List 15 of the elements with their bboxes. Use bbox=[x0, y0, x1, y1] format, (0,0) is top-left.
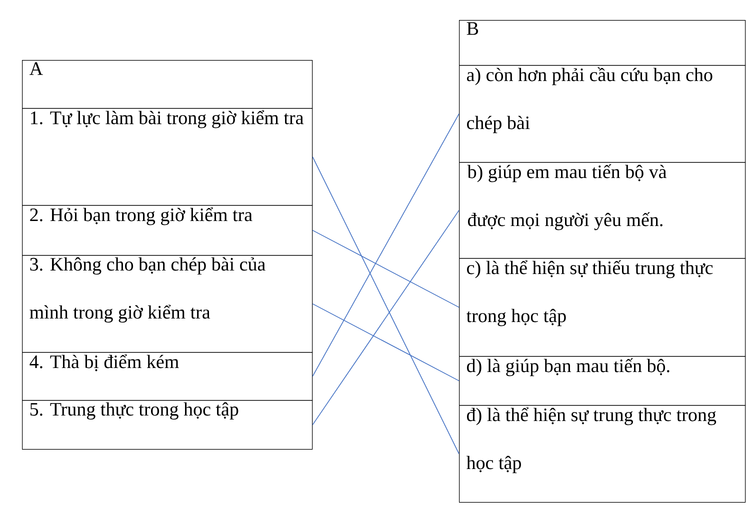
table-cell: đ) là thể hiện sự trung thực trong học tập bbox=[459, 405, 746, 503]
connector-line bbox=[312, 210, 460, 426]
table-cell: d) là giúp bạn mau tiến bộ. bbox=[459, 356, 746, 406]
table-cell: b) giúp em mau tiến bộ và được mọi người yêu mến. bbox=[459, 162, 746, 259]
table-cell: A bbox=[22, 60, 313, 109]
connector-line bbox=[312, 230, 460, 308]
table-cell: 2. Hỏi bạn trong giờ kiểm tra bbox=[22, 205, 313, 256]
connector-line bbox=[312, 113, 460, 377]
table-cell: 4. Thà bị điểm kém bbox=[22, 352, 313, 401]
table-cell: B bbox=[459, 20, 746, 66]
table-cell: 1. Tự lực làm bài trong giờ kiểm tra bbox=[22, 108, 313, 206]
table-cell: 5. Trung thực trong học tập bbox=[22, 400, 313, 450]
connector-line bbox=[312, 303, 460, 382]
connector-line bbox=[312, 156, 460, 454]
table-cell: 3. Không cho bạn chép bài của mình trong giờ kiểm tra bbox=[22, 255, 313, 353]
